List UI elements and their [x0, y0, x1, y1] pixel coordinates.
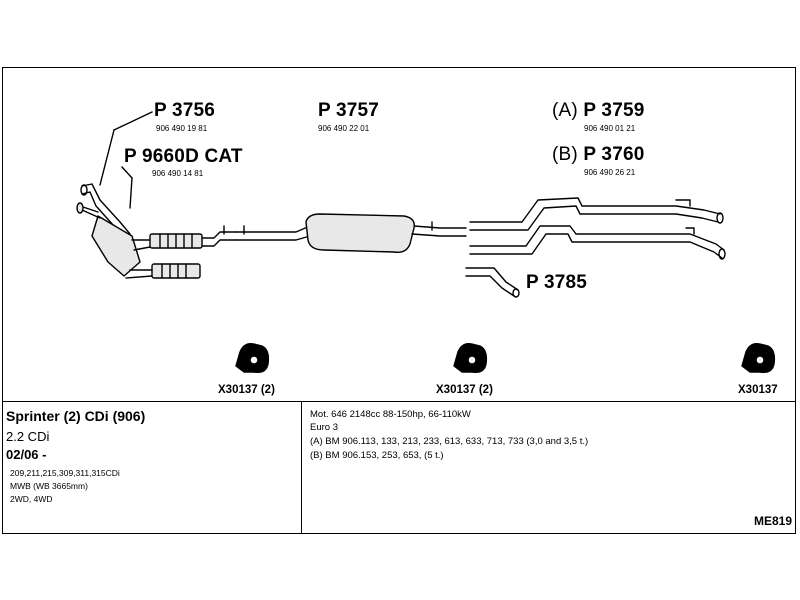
vehicle-date: 02/06 -	[6, 447, 47, 462]
rubber-mount-icon	[453, 342, 488, 374]
rubber-mount-icon	[235, 342, 270, 374]
vehicle-drive: 2WD, 4WD	[10, 494, 53, 504]
rear-pipe-p3759	[469, 197, 724, 231]
oe-ref-p9660d: 906 490 14 81	[152, 169, 204, 178]
flex-pipe-upper	[131, 233, 203, 251]
part-number-p3757: P 3757	[318, 100, 380, 121]
oe-ref-p3757: 906 490 22 01	[318, 124, 370, 133]
catalog-code: ME819	[753, 514, 792, 528]
vehicle-variants: 209,211,215,309,311,315CDi	[10, 468, 120, 478]
part-number-p3756: P 3756	[154, 100, 216, 121]
leader-line-p3756	[113, 111, 153, 131]
vehicle-model: Sprinter (2) CDi (906)	[6, 408, 146, 424]
rubber-mount-icon	[741, 342, 776, 374]
note-line: Euro 3	[310, 422, 338, 433]
note-line: (B) BM 906.153, 253, 653, (5 t.)	[310, 450, 444, 461]
tail-pipe-p3785	[465, 267, 520, 298]
part-number-p9660d: P 9660D CAT	[124, 146, 243, 167]
intermediate-pipe	[201, 225, 311, 247]
catalytic-converter-p9660d	[76, 202, 141, 277]
oe-ref-p3759: 906 490 01 21	[584, 124, 636, 133]
oe-ref-p3756: 906 490 19 81	[156, 124, 208, 133]
leader-line-p9660d	[121, 166, 133, 179]
variant-b-prefix: (B)	[552, 144, 578, 165]
part-number-p3759: (A) P 3759	[552, 100, 645, 121]
variant-a-prefix: (A)	[552, 100, 578, 121]
part-number-p3760: (B) P 3760	[552, 144, 645, 165]
mount-label-3: X30137	[738, 384, 778, 396]
note-line: (A) BM 906.113, 133, 213, 233, 613, 633,…	[310, 436, 589, 447]
flex-pipe-lower	[125, 263, 201, 279]
oe-ref-p3760: 906 490 26 21	[584, 168, 636, 177]
note-line: Mot. 646 2148cc 88-150hp, 66-110kW	[310, 409, 471, 420]
vehicle-engine: 2.2 CDi	[6, 429, 50, 444]
rear-pipe-p3760	[469, 225, 726, 260]
diagram-frame	[2, 67, 796, 534]
mount-label-2: X30137 (2)	[436, 384, 493, 396]
vehicle-wheelbase: MWB (WB 3665mm)	[10, 481, 88, 491]
info-divider	[2, 401, 796, 402]
part-number-p3785: P 3785	[526, 272, 588, 293]
mount-label-1: X30137 (2)	[218, 384, 275, 396]
info-column-divider	[301, 401, 302, 534]
center-silencer-p3757	[305, 213, 415, 254]
